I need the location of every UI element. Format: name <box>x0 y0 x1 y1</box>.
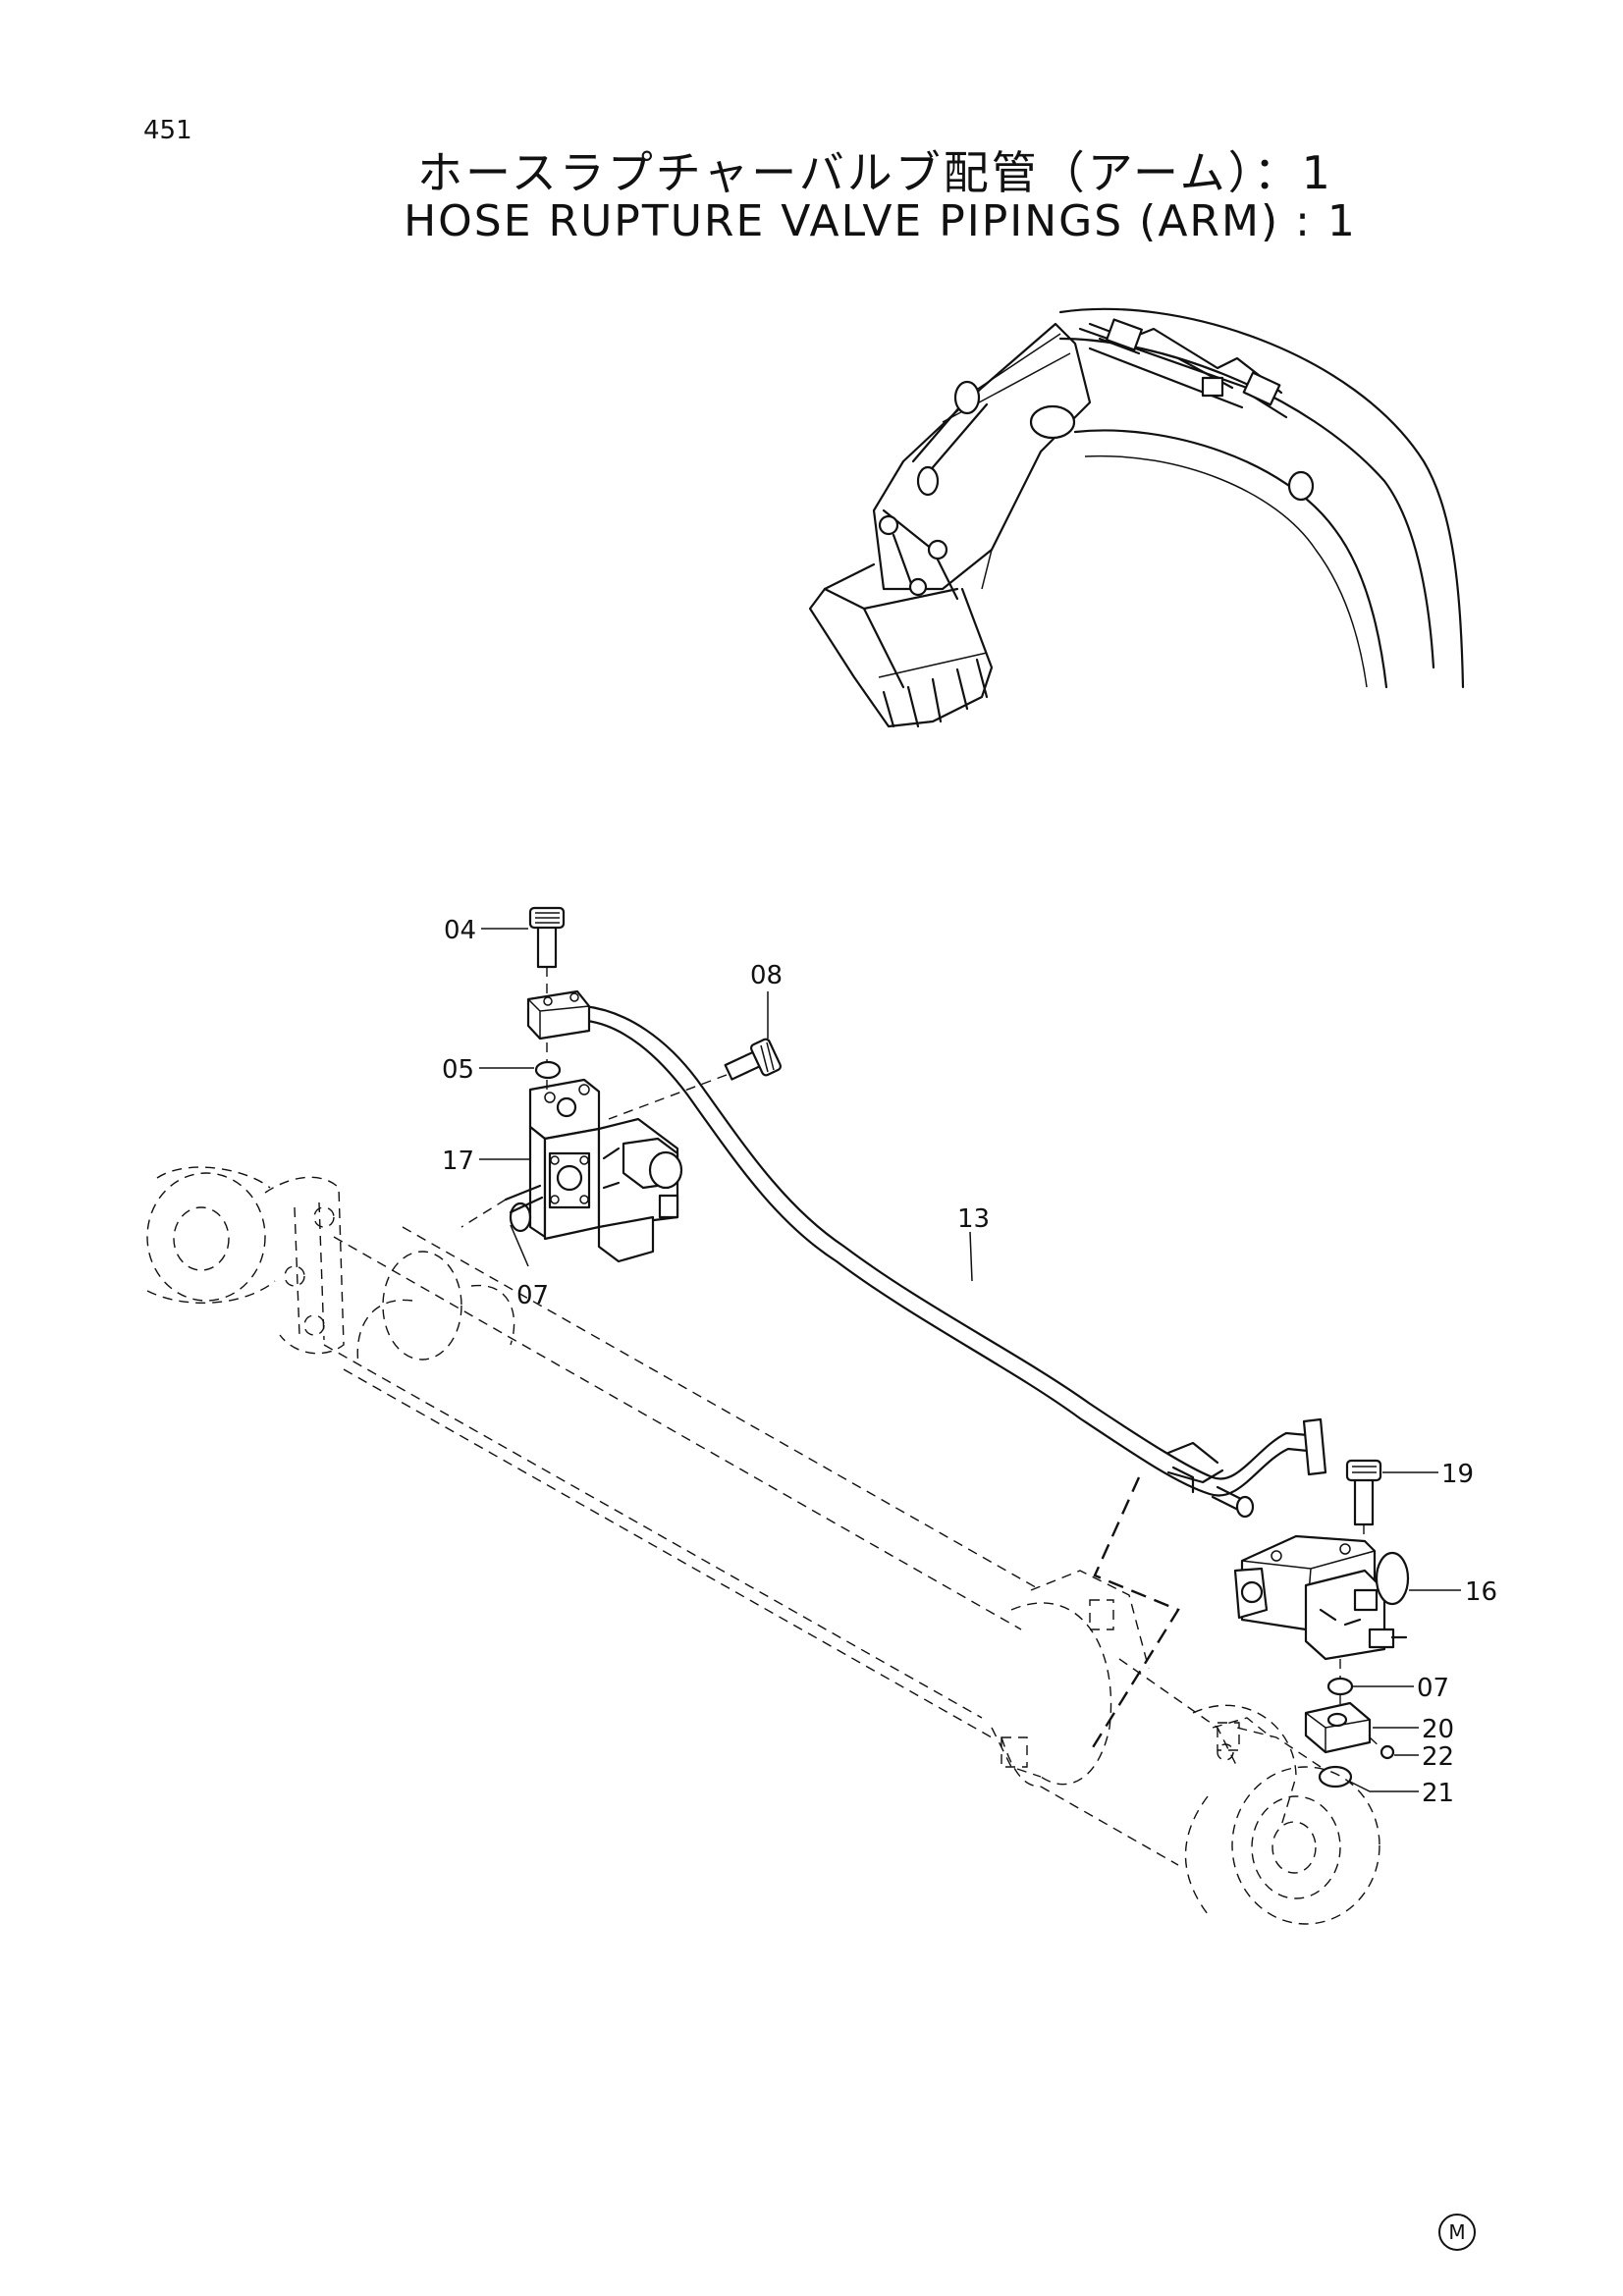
callouts: 04 08 05 17 07 13 19 16 07 20 22 21 <box>442 916 1497 1808</box>
callout-07-upper: 07 <box>516 1281 549 1310</box>
leader-lines <box>479 928 1461 1792</box>
valve-assembly-17 <box>460 906 783 1263</box>
connection-dash-lines <box>1088 1476 1180 1753</box>
pipe-13 <box>582 1004 1327 1519</box>
excavator-arm-inset <box>808 307 1465 728</box>
page-number: 451 <box>143 116 192 145</box>
callout-04: 04 <box>444 916 476 945</box>
callout-17: 17 <box>442 1147 474 1176</box>
valve-assembly-16 <box>1233 1459 1410 1789</box>
corner-mark: M <box>1438 2214 1476 2251</box>
callout-05: 05 <box>442 1055 474 1085</box>
diagram-title-japanese: ホースラプチャーバルブ配管（アーム）：1 <box>417 146 1333 199</box>
arm-cylinder <box>146 1166 1380 1925</box>
callout-22: 22 <box>1422 1742 1454 1772</box>
diagram-title-english: HOSE RUPTURE VALVE PIPINGS (ARM) : 1 <box>404 196 1357 246</box>
callout-13: 13 <box>957 1204 990 1234</box>
callout-19: 19 <box>1441 1460 1474 1489</box>
callout-16: 16 <box>1465 1577 1497 1607</box>
callout-21: 21 <box>1422 1779 1454 1808</box>
callout-07-lower: 07 <box>1417 1674 1449 1703</box>
callout-08: 08 <box>750 961 783 990</box>
callout-20: 20 <box>1422 1715 1454 1744</box>
